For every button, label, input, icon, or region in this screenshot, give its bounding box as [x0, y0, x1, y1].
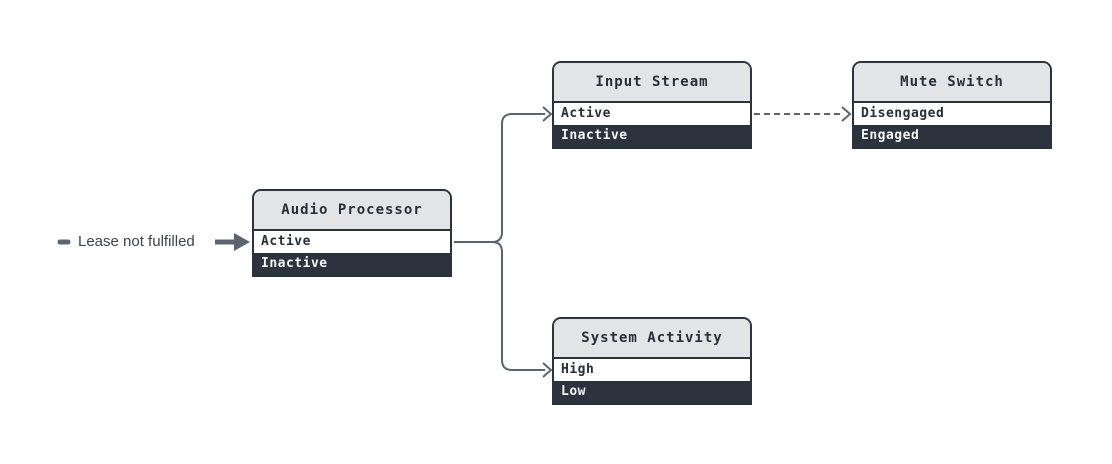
- node-title: Input Stream: [554, 63, 750, 103]
- state-row-active[interactable]: Active: [254, 231, 450, 253]
- state-row-disengaged[interactable]: Disengaged: [854, 103, 1050, 125]
- annotation-label: Lease not fulfilled: [78, 233, 195, 250]
- state-row-active[interactable]: Active: [554, 103, 750, 125]
- arrowhead-mute-switch-icon: [841, 106, 852, 122]
- node-title: Mute Switch: [854, 63, 1050, 103]
- node-mute-switch[interactable]: Mute Switch Disengaged Engaged: [852, 61, 1052, 149]
- arrowhead-input-stream-icon: [542, 106, 553, 122]
- edge-to-input-stream: [491, 113, 545, 243]
- node-input-stream[interactable]: Input Stream Active Inactive: [552, 61, 752, 149]
- node-title: Audio Processor: [254, 191, 450, 231]
- node-title: System Activity: [554, 319, 750, 359]
- annotation-arrow-icon: [234, 233, 250, 251]
- arrowhead-system-activity-icon: [542, 362, 553, 378]
- node-audio-processor[interactable]: Audio Processor Active Inactive: [252, 189, 452, 277]
- node-system-activity[interactable]: System Activity High Low: [552, 317, 752, 405]
- state-row-engaged[interactable]: Engaged: [854, 125, 1050, 147]
- state-row-high[interactable]: High: [554, 359, 750, 381]
- edge-to-system-activity: [491, 241, 545, 371]
- state-row-low[interactable]: Low: [554, 381, 750, 403]
- state-row-inactive[interactable]: Inactive: [254, 253, 450, 275]
- state-row-inactive[interactable]: Inactive: [554, 125, 750, 147]
